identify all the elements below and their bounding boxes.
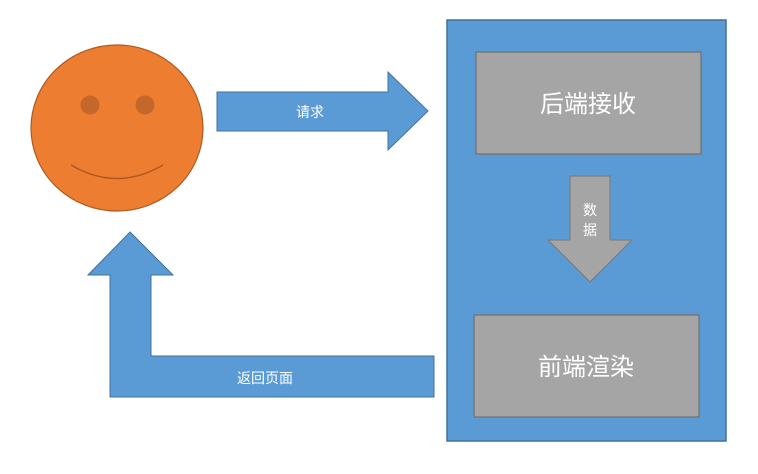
smiley-face-icon	[30, 44, 204, 212]
frontend-box-label: 前端渲染	[538, 353, 634, 381]
backend-box-label: 后端接收	[540, 90, 636, 118]
request-arrow-label: 请求	[296, 105, 324, 121]
request-arrow: 请求	[216, 70, 429, 152]
return-arrow: 返回页面	[86, 231, 435, 398]
frontend-box-shape	[473, 314, 700, 418]
frontend-box: 前端渲染	[473, 314, 700, 418]
data-arrow: 数 据	[546, 175, 634, 283]
return-arrow-shape	[86, 231, 435, 398]
backend-box-shape	[475, 51, 702, 155]
backend-box: 后端接收	[475, 51, 702, 155]
data-arrow-shape	[546, 175, 634, 283]
request-arrow-shape	[216, 70, 429, 152]
right-eye	[135, 95, 155, 115]
face	[30, 44, 204, 212]
data-arrow-label-line2: 据	[583, 223, 597, 239]
data-arrow-label-line1: 数	[583, 203, 597, 219]
left-eye	[80, 95, 100, 115]
smile	[70, 164, 164, 180]
return-arrow-label: 返回页面	[237, 371, 293, 387]
